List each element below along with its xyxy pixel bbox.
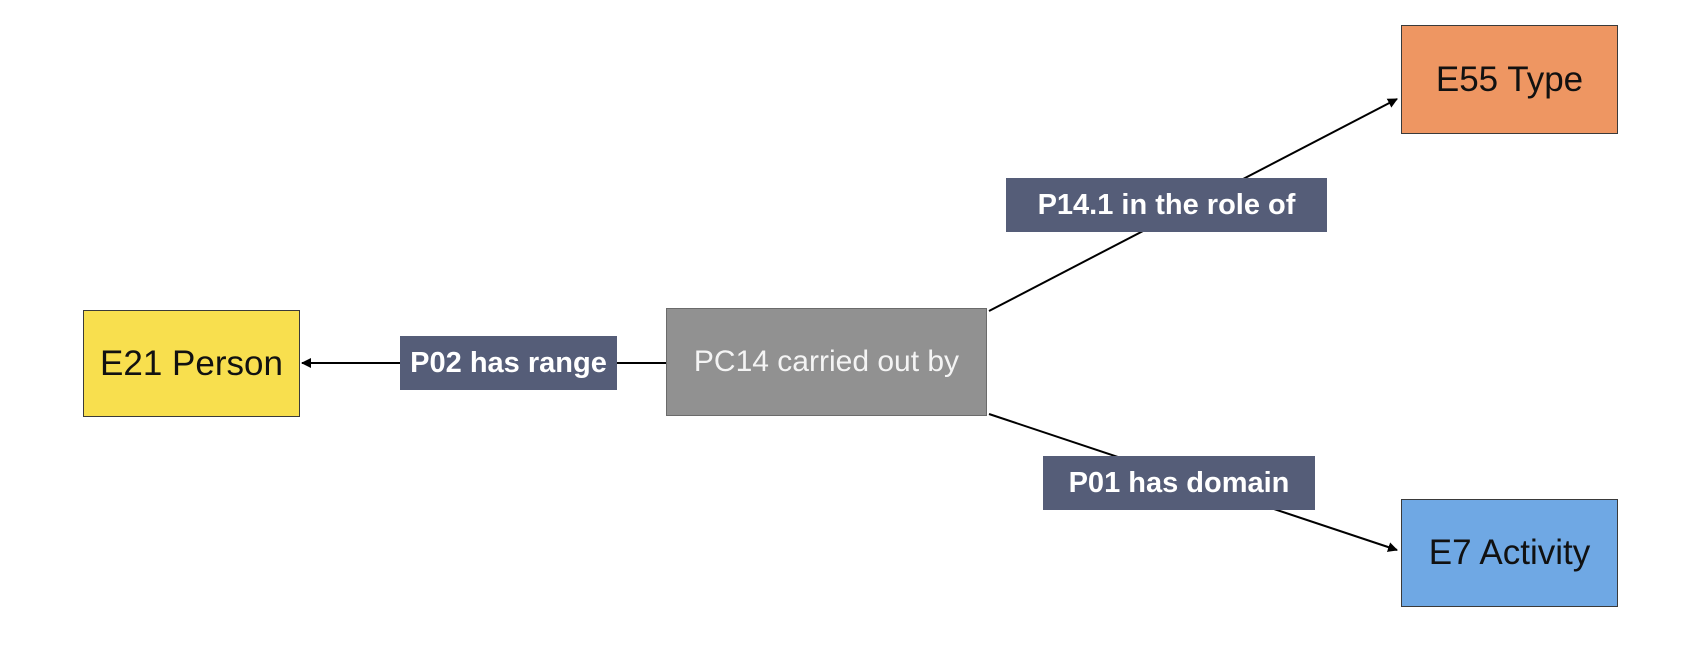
p02-has-range-text: P02 has range <box>410 346 607 379</box>
e55-type-node: E55 Type <box>1401 25 1618 134</box>
p01-has-domain-text: P01 has domain <box>1068 466 1290 499</box>
e7-activity-node: E7 Activity <box>1401 499 1618 607</box>
e55-type-label: E55 Type <box>1435 59 1584 99</box>
e21-person-label: E21 Person <box>100 343 283 383</box>
pc14-carried-out-by-label: PC14 carried out by <box>693 345 960 378</box>
pc14-carried-out-by-node: PC14 carried out by <box>666 308 987 416</box>
e7-activity-label: E7 Activity <box>1428 533 1591 572</box>
p01-has-domain-edge-label: P01 has domain <box>1043 456 1315 510</box>
p02-has-range-edge-label: P02 has range <box>400 336 617 390</box>
e21-person-node: E21 Person <box>83 310 300 417</box>
p14-1-in-the-role-of-text: P14.1 in the role of <box>1037 188 1296 221</box>
p14-1-in-the-role-of-edge-label: P14.1 in the role of <box>1006 178 1327 232</box>
